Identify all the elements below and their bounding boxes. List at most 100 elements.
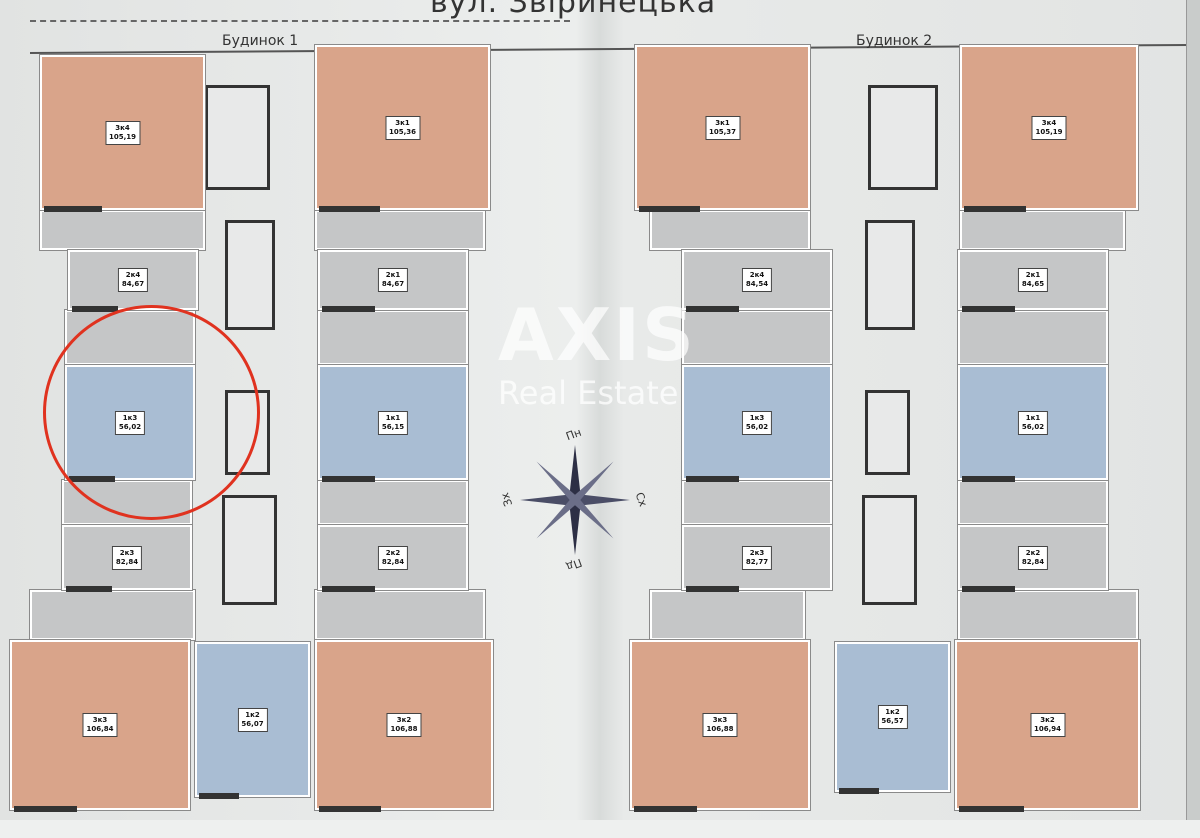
window-wall [634,806,697,812]
common-room [317,309,469,366]
apartment-area: 82,84 [1021,557,1045,566]
window-wall [72,306,118,312]
apartment-area: 105,19 [1035,127,1063,136]
compass-west: Зх [498,490,516,509]
apartment-type: 1к2 [885,708,900,716]
apartment-area: 106,88 [706,725,734,733]
apartment-type: 3к4 [115,123,130,132]
apartment-type: 2к2 [385,548,401,557]
window-wall [639,206,700,212]
stair-elevator-core [205,85,270,190]
apartment-area: 82,84 [115,557,139,566]
apartment-type: 1к3 [749,413,765,422]
apartment-area: 84,65 [1021,280,1045,288]
apartment-area: 56,57 [881,717,904,725]
apartment-type: 3к2 [1040,716,1055,724]
compass-north: Пн [564,425,584,444]
window-wall [322,306,375,312]
apartment-area: 56,02 [1021,422,1045,431]
apartment-area: 106,84 [86,725,114,733]
apartment-area: 84,67 [381,280,405,288]
apartment-type: 3к4 [1041,118,1057,127]
apartment-area: 82,77 [745,557,769,566]
apartment-area: 106,94 [1033,725,1062,733]
common-room [649,209,811,251]
apartment-area: 106,88 [390,725,418,733]
apartment-area: 84,54 [745,280,769,288]
compass-east: Сх [632,490,650,509]
common-room [957,309,1109,366]
apartment-area: 105,36 [388,127,417,136]
common-room [317,479,469,526]
watermark-brand: AXIS [498,293,696,377]
apartment-type: 3к1 [395,118,410,127]
apartment-type: 3к3 [92,716,108,724]
apartment-type: 2к1 [1025,271,1041,279]
apartment-type: 3к2 [396,716,412,724]
window-wall [964,206,1026,212]
apartment-type: 1к1 [1025,413,1041,422]
apartment-area: 56,15 [381,422,405,431]
common-room [957,479,1109,526]
street-dashed-line [30,20,570,22]
window-wall [66,586,112,592]
apartment-area: 105,19 [108,132,137,141]
common-room [39,209,206,251]
stair-elevator-core [862,495,917,605]
window-wall [962,476,1015,482]
window-wall [322,476,375,482]
apartment-type: 2к3 [749,548,765,557]
building-1-label: Будинок 1 [222,33,299,49]
brochure-bottom [0,820,1200,838]
apartment-type: 2к3 [119,548,135,557]
window-wall [839,788,879,794]
common-room [314,209,486,251]
building-2-label: Будинок 2 [856,33,933,49]
street-name: вул. Звіринецька [430,0,717,20]
apartment-type: 2к4 [125,271,141,279]
apartment-area: 56,02 [745,422,769,431]
window-wall [686,476,739,482]
highlight-circle [43,305,260,520]
apartment-type: 1к2 [245,710,260,719]
common-room [681,309,833,366]
common-room [959,209,1126,251]
